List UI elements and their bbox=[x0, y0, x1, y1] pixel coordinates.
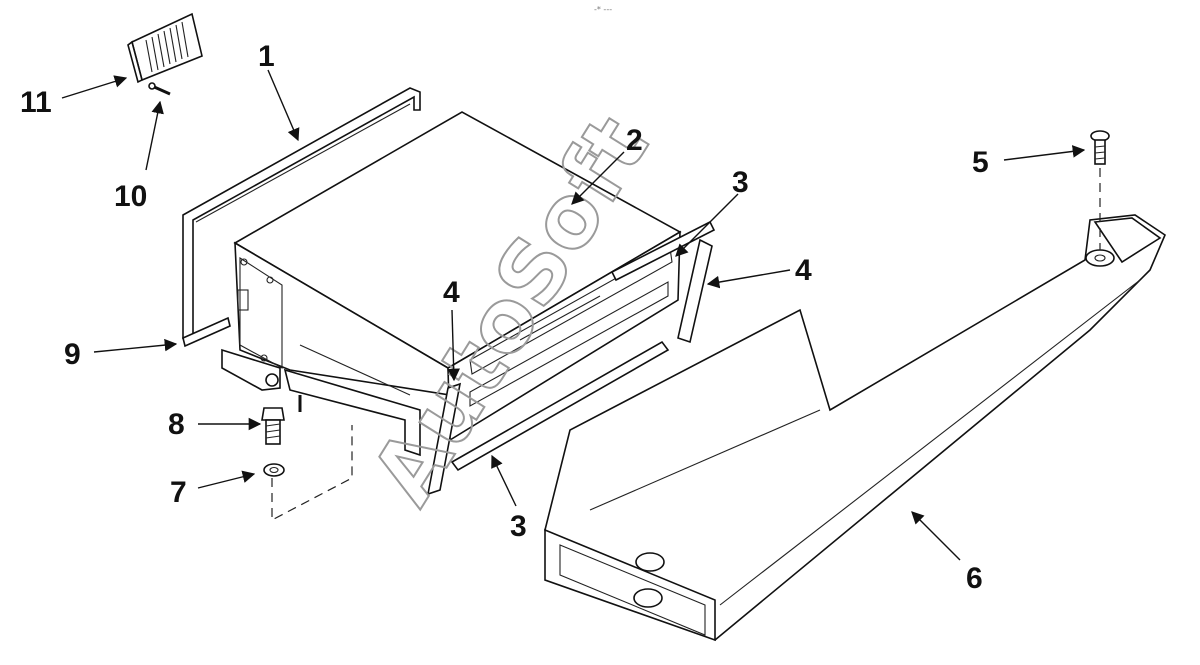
part-7-washer bbox=[263, 463, 285, 477]
part-6-floor-bracket bbox=[544, 214, 1166, 642]
callout-5: 5 bbox=[972, 146, 989, 179]
callout-2: 2 bbox=[626, 124, 643, 157]
callout-3-upper: 3 bbox=[732, 166, 749, 199]
header-mark: -* --- bbox=[594, 5, 612, 14]
callout-8: 8 bbox=[168, 408, 185, 441]
leader-lines bbox=[61, 69, 1086, 561]
part-8-bolt bbox=[261, 407, 285, 445]
callout-10: 10 bbox=[114, 180, 147, 213]
callout-11: 11 bbox=[20, 86, 52, 119]
callout-4-right: 4 bbox=[795, 254, 812, 287]
callout-7: 7 bbox=[170, 476, 187, 509]
part-3-rail-upper bbox=[610, 220, 716, 282]
part-4-post-left bbox=[426, 382, 462, 496]
part-10-screw bbox=[148, 82, 171, 96]
callout-labels: 1 2 3 3 4 4 5 6 7 8 9 10 11 bbox=[20, 40, 989, 595]
callout-1: 1 bbox=[258, 40, 275, 73]
part-2-main-unit bbox=[221, 111, 682, 457]
part-9-seal-strip bbox=[182, 316, 231, 348]
callout-3-lower: 3 bbox=[510, 510, 527, 543]
part-11-vent-grille bbox=[127, 12, 203, 84]
callout-6: 6 bbox=[966, 562, 983, 595]
part-5-screw bbox=[1090, 130, 1110, 250]
assembly-line-bolt bbox=[271, 425, 353, 521]
part-3-rail-lower bbox=[450, 340, 670, 472]
part-4-post-right bbox=[677, 238, 713, 344]
callout-4-left: 4 bbox=[443, 276, 460, 309]
callout-9: 9 bbox=[64, 338, 81, 371]
